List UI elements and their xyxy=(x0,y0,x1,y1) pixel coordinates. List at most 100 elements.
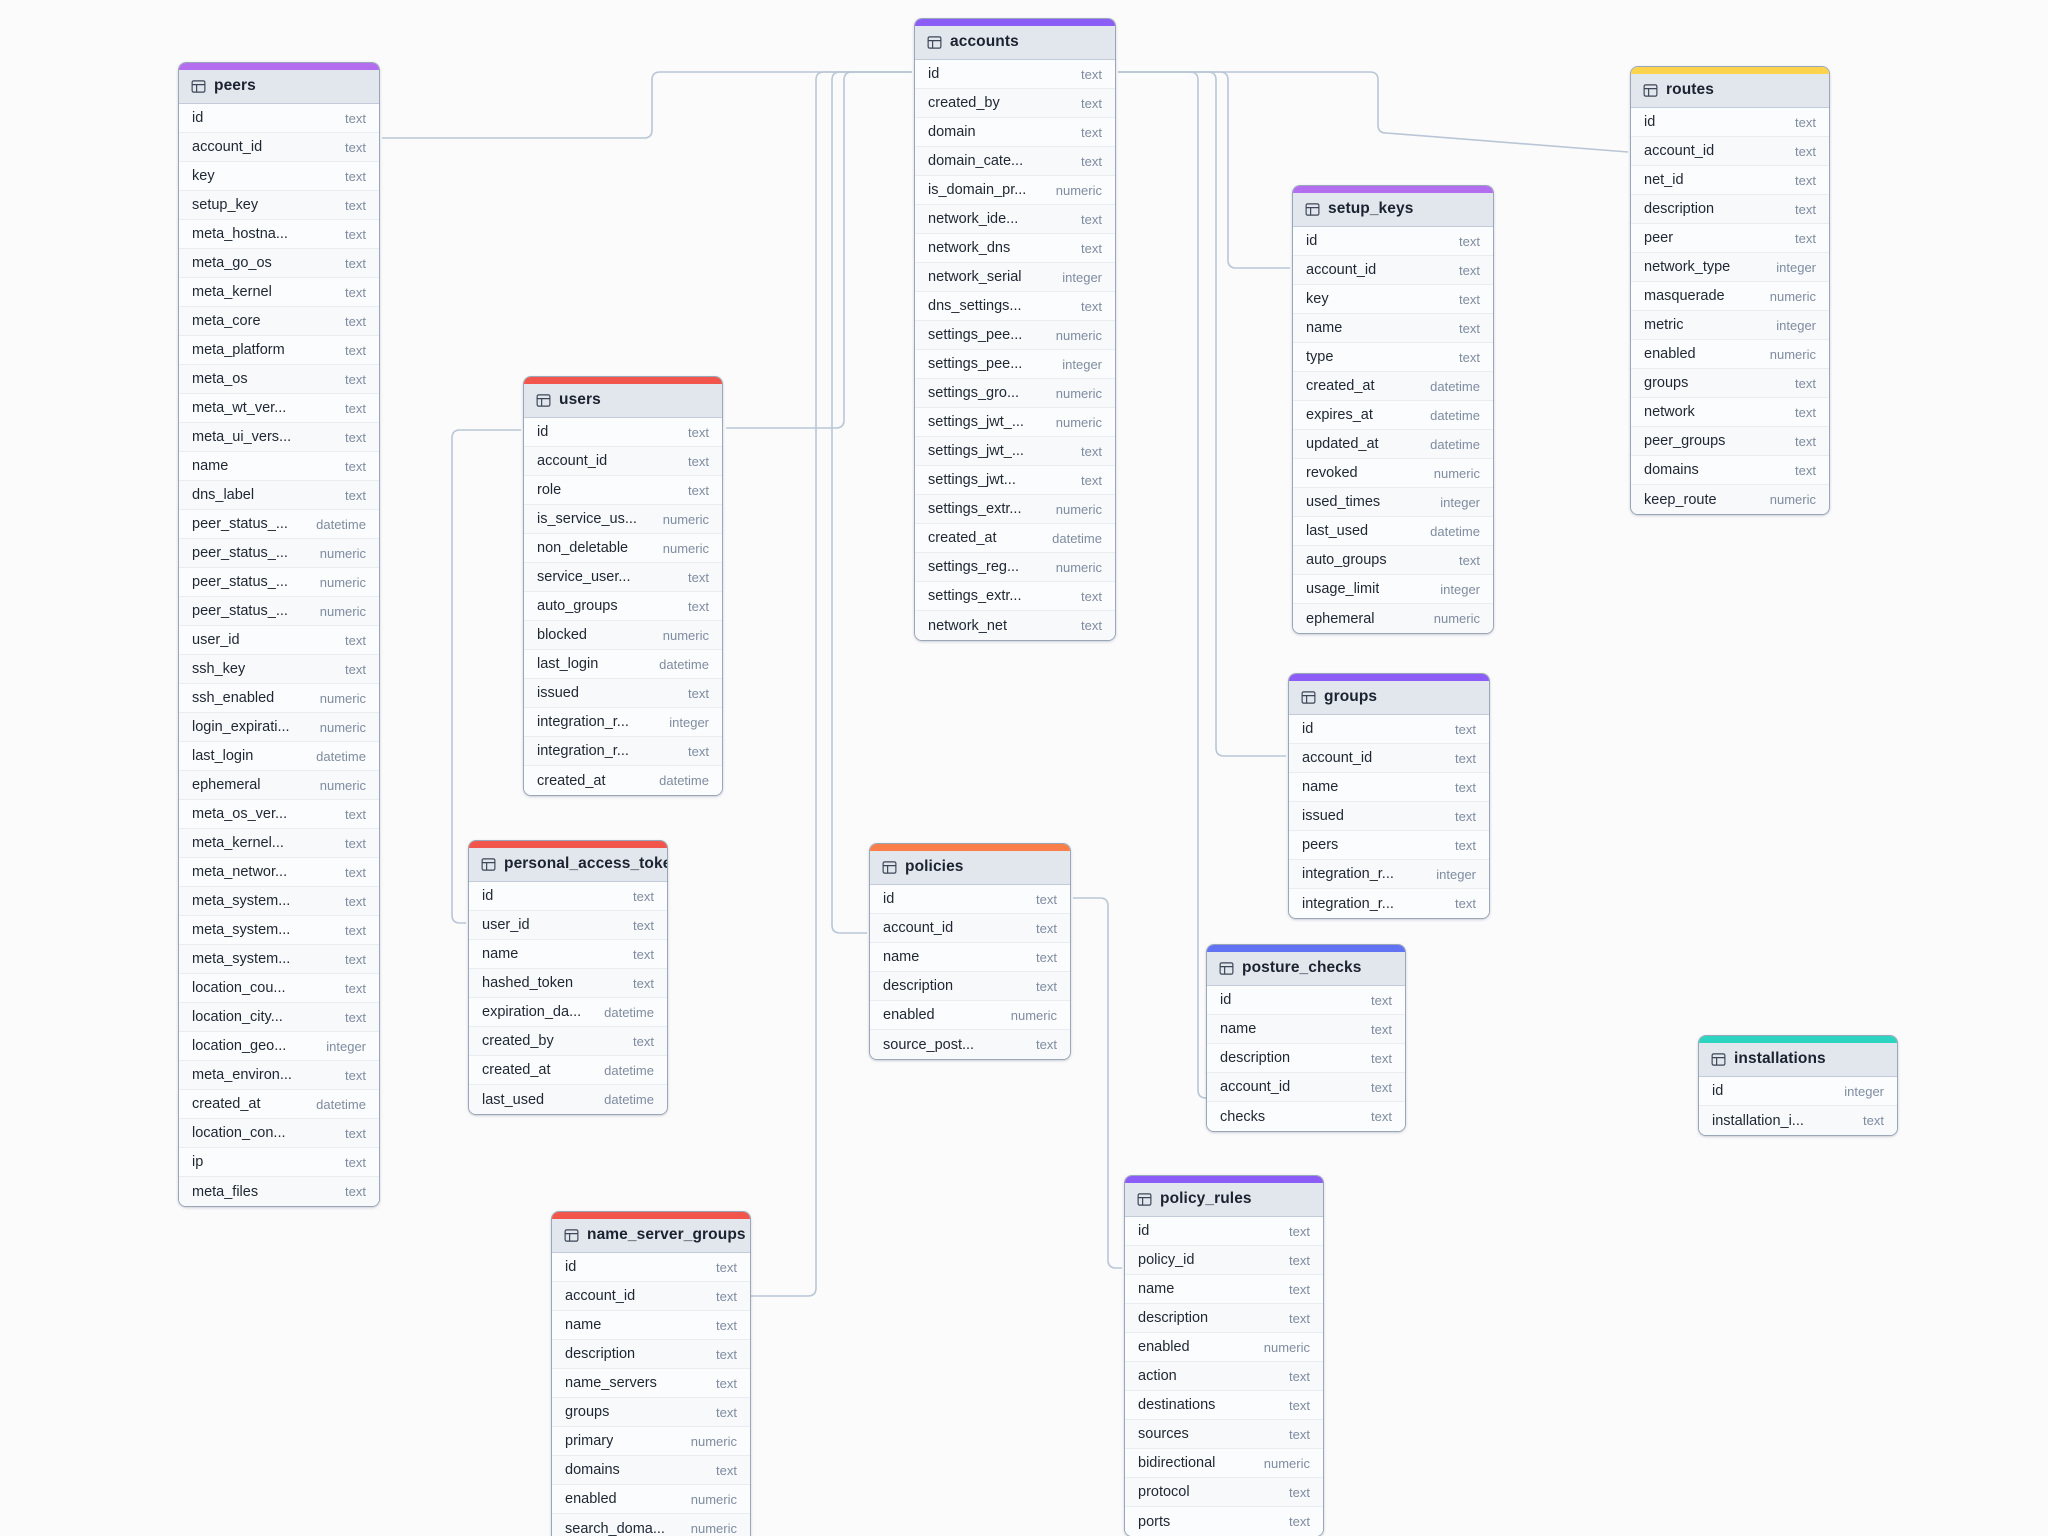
table-header[interactable]: policies xyxy=(870,851,1070,885)
column-row[interactable]: integration_r...text xyxy=(524,737,722,766)
table-header[interactable]: policy_rules xyxy=(1125,1183,1323,1217)
table-header[interactable]: posture_checks xyxy=(1207,952,1405,986)
column-row[interactable]: meta_kernel...text xyxy=(179,829,379,858)
table-header[interactable]: installations xyxy=(1699,1043,1897,1077)
table-header[interactable]: name_server_groups xyxy=(552,1219,750,1253)
column-row[interactable]: login_expirati...numeric xyxy=(179,713,379,742)
column-row[interactable]: dns_settings...text xyxy=(915,292,1115,321)
column-row[interactable]: search_doma...numeric xyxy=(552,1514,750,1536)
column-row[interactable]: settings_gro...numeric xyxy=(915,379,1115,408)
column-row[interactable]: integration_r...integer xyxy=(524,708,722,737)
column-row[interactable]: meta_hostna...text xyxy=(179,220,379,249)
column-row[interactable]: settings_extr...text xyxy=(915,582,1115,611)
column-row[interactable]: installation_i...text xyxy=(1699,1106,1897,1135)
column-row[interactable]: location_geo...integer xyxy=(179,1032,379,1061)
column-row[interactable]: settings_jwt_...numeric xyxy=(915,408,1115,437)
column-row[interactable]: settings_jwt_...text xyxy=(915,437,1115,466)
table-header[interactable]: users xyxy=(524,384,722,418)
column-row[interactable]: domain_cate...text xyxy=(915,147,1115,176)
column-row[interactable]: peer_status_...numeric xyxy=(179,539,379,568)
table-header[interactable]: peers xyxy=(179,70,379,104)
column-row[interactable]: network_ide...text xyxy=(915,205,1115,234)
table-node-personal_access_tokens[interactable]: personal_access_tokensidtextuser_idtextn… xyxy=(468,840,668,1115)
column-row[interactable]: meta_networ...text xyxy=(179,858,379,887)
column-row[interactable]: peer_status_...numeric xyxy=(179,597,379,626)
column-row[interactable]: meta_ui_vers...text xyxy=(179,423,379,452)
table-header[interactable]: setup_keys xyxy=(1293,193,1493,227)
column-row[interactable]: settings_pee...integer xyxy=(915,350,1115,379)
column-row[interactable]: settings_pee...numeric xyxy=(915,321,1115,350)
column-row[interactable]: service_user...text xyxy=(524,563,722,592)
column-row[interactable]: source_post...text xyxy=(870,1030,1070,1059)
column-row[interactable]: meta_wt_ver...text xyxy=(179,394,379,423)
column-row[interactable]: meta_system...text xyxy=(179,916,379,945)
